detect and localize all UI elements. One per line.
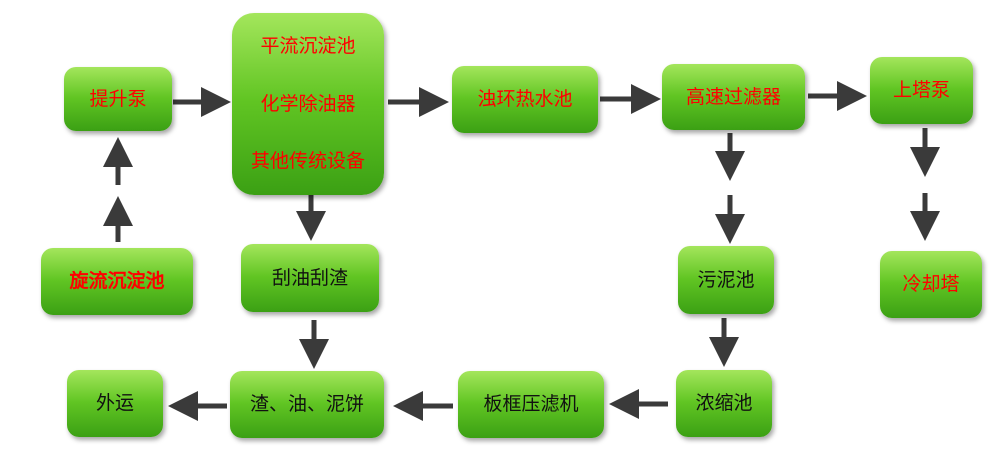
node-lift-pump-label: 提升泵 bbox=[89, 87, 147, 110]
node-high-speed-filter: 高速过滤器 bbox=[662, 64, 805, 130]
node-filter-press-label: 板框压滤机 bbox=[483, 393, 579, 416]
node-cyclone-settling-tank-label: 旋流沉淀池 bbox=[69, 270, 165, 293]
node-sludge-tank: 污泥池 bbox=[678, 246, 774, 314]
node-haul-away-label: 外运 bbox=[95, 392, 134, 415]
node-thickener-label: 浓缩池 bbox=[695, 392, 753, 415]
node-haul-away: 外运 bbox=[67, 370, 163, 437]
node-tower-pump: 上塔泵 bbox=[870, 57, 973, 124]
node-treatment-line-3: 其他传统设备 bbox=[250, 150, 365, 173]
node-high-speed-filter-label: 高速过滤器 bbox=[685, 85, 781, 108]
node-treatment-line-1: 平流沉淀池 bbox=[260, 35, 356, 57]
node-lift-pump: 提升泵 bbox=[64, 67, 172, 131]
node-slag-oil-cake-label: 渣、油、泥饼 bbox=[249, 393, 364, 416]
node-cooling-tower-label: 冷却塔 bbox=[902, 273, 960, 296]
node-thickener: 浓缩池 bbox=[676, 370, 772, 437]
node-treatment-line-2: 化学除油器 bbox=[260, 92, 356, 115]
node-hot-water-tank: 浊环热水池 bbox=[452, 66, 598, 133]
node-skim-oil-slag: 刮油刮渣 bbox=[241, 244, 379, 312]
node-skim-oil-slag-label: 刮油刮渣 bbox=[271, 266, 348, 289]
node-cooling-tower: 冷却塔 bbox=[880, 251, 982, 318]
node-sludge-tank-label: 污泥池 bbox=[697, 268, 755, 291]
node-cyclone-settling-tank: 旋流沉淀池 bbox=[41, 248, 193, 315]
node-slag-oil-cake: 渣、油、泥饼 bbox=[230, 371, 384, 438]
node-hot-water-tank-label: 浊环热水池 bbox=[477, 88, 573, 111]
node-tower-pump-label: 上塔泵 bbox=[892, 79, 950, 102]
node-treatment-group: 平流沉淀池 化学除油器 其他传统设备 bbox=[232, 13, 384, 195]
node-filter-press: 板框压滤机 bbox=[458, 371, 604, 438]
